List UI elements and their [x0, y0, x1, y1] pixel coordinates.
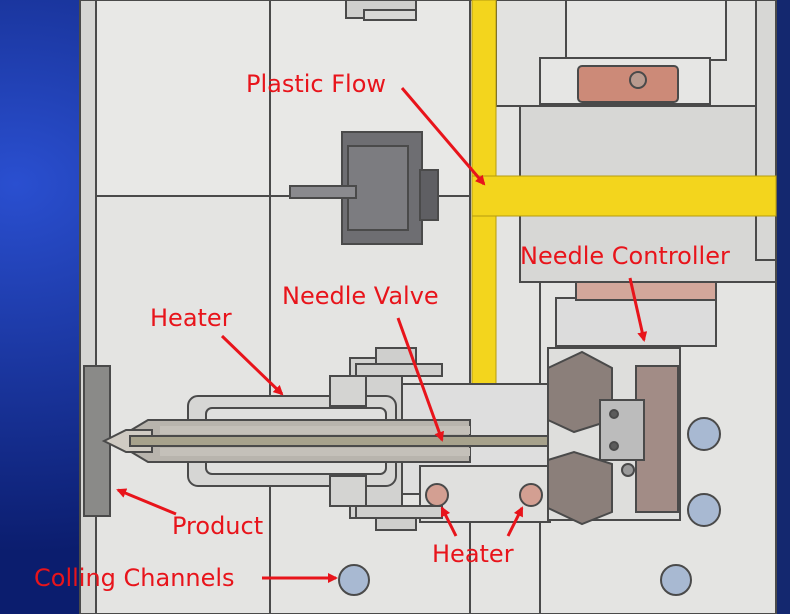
- arrow-needle-valve: [396, 317, 444, 442]
- arrow-plastic-flow: [400, 87, 486, 186]
- nozzle-core: [160, 426, 470, 434]
- cooling-channel-right: [660, 564, 692, 596]
- heater-strap-top: [355, 363, 443, 377]
- actuator-left-jaw-lower: [547, 450, 613, 526]
- nozzle-core-lower: [160, 448, 470, 456]
- annotation-labels: Plastic Flow Needle Controller Needle Va…: [34, 70, 730, 592]
- label-heater-top: Heater: [150, 304, 232, 332]
- bolt-head: [577, 65, 679, 103]
- right-edge-rail: [755, 0, 777, 261]
- label-product: Product: [172, 512, 263, 540]
- heater-strap-bottom: [355, 505, 443, 519]
- heater-coil-right: [519, 483, 543, 507]
- bolt-hole: [629, 71, 647, 89]
- cooling-channels: [338, 564, 692, 596]
- arrow-product: [116, 488, 177, 516]
- actuator-small-pin: [621, 463, 635, 477]
- actuator-pin-1: [609, 409, 619, 419]
- guide-pin: [289, 131, 439, 245]
- actuator-top-coil: [575, 281, 717, 301]
- upper-left-plate: [95, 0, 271, 197]
- actuator-link: [599, 399, 645, 461]
- heater-fin-top: [329, 375, 367, 407]
- vertical-sprue: [471, 0, 497, 441]
- right-margin: [776, 0, 790, 614]
- actuator-bolt-top: [687, 417, 721, 451]
- label-cooling-channels: Colling Channels: [34, 564, 235, 592]
- arrow-heater-bottom-right: [506, 506, 524, 537]
- top-screw-lower: [363, 9, 417, 21]
- label-plastic-flow: Plastic Flow: [246, 70, 386, 98]
- heater-coil-left: [425, 483, 449, 507]
- annotation-arrows: [116, 87, 648, 583]
- horizontal-runner: [471, 175, 777, 217]
- cooling-channel-left: [338, 564, 370, 596]
- arrow-needle-controller: [628, 277, 648, 342]
- actuator-pin-2: [609, 441, 619, 451]
- actuator-bolt-bottom: [687, 493, 721, 527]
- top-screw: [345, 0, 417, 21]
- label-needle-controller: Needle Controller: [520, 242, 730, 270]
- bolt-housing: [565, 0, 727, 61]
- guide-pin-right: [419, 169, 439, 221]
- label-needle-valve: Needle Valve: [282, 282, 439, 310]
- arrow-heater-bottom-left: [440, 506, 458, 537]
- needle-controller-actuator: [547, 281, 721, 527]
- label-heater-bottom: Heater: [432, 540, 514, 568]
- heater-fin-bottom: [329, 475, 367, 507]
- hot-runner-nozzle: [101, 347, 651, 531]
- plastic-flow-channels: [471, 0, 777, 441]
- left-clamp-plate: [79, 0, 97, 614]
- arrow-heater-top: [220, 334, 284, 396]
- guide-pin-shaft: [289, 185, 357, 199]
